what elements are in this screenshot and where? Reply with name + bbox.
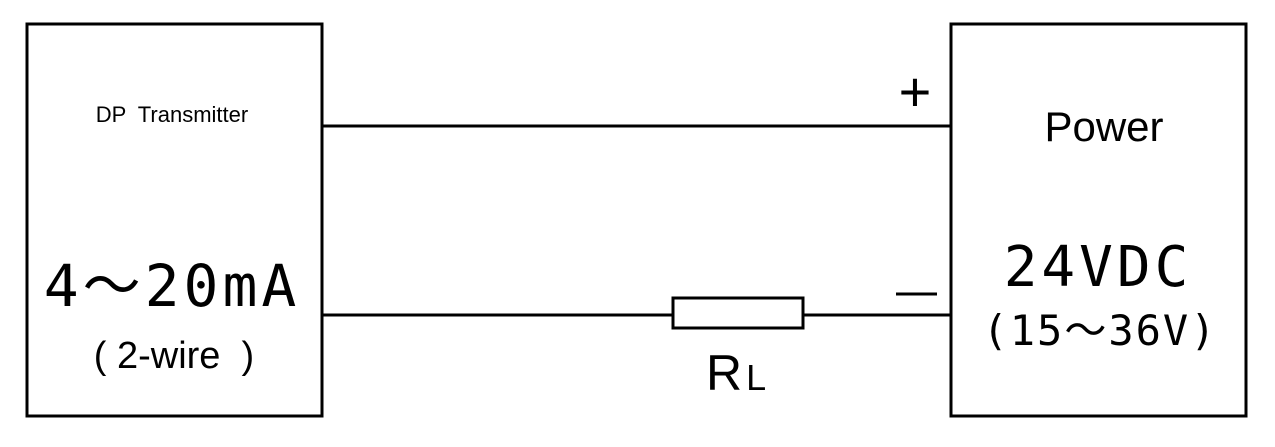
transmitter-title: DP Transmitter — [96, 102, 248, 127]
transmitter-wiring-type: ( 2-wire ) — [94, 335, 254, 377]
power-title: Power — [1044, 103, 1163, 150]
power-voltage: 24VDC — [1004, 235, 1193, 300]
resistor-subscript: L — [746, 357, 766, 398]
transmitter-box — [25, 22, 324, 418]
positive-terminal-sign: + — [899, 60, 932, 123]
load-resistor — [671, 296, 805, 330]
resistor-symbol: R — [706, 345, 742, 401]
transmitter-signal-range: 4～20mA — [44, 252, 301, 320]
power-voltage-range: (15～36V) — [982, 306, 1217, 355]
power-box — [949, 22, 1248, 418]
negative-terminal-sign: — — [915, 289, 916, 291]
